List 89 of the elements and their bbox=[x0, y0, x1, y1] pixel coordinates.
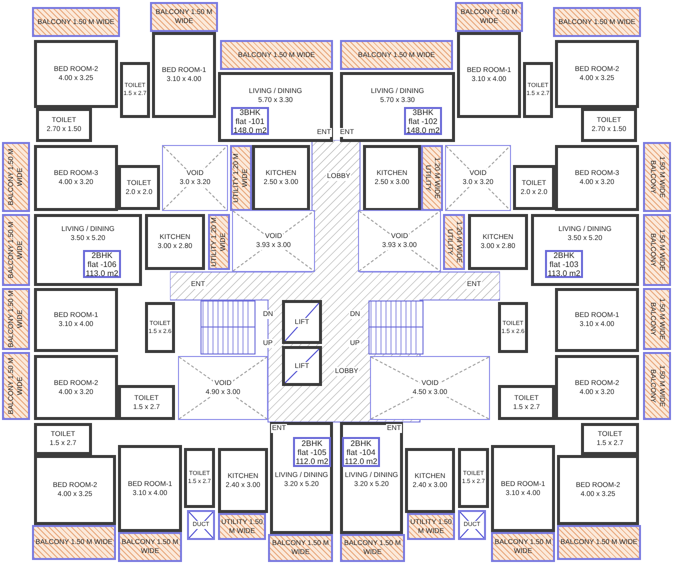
flat-number: flat -106 bbox=[88, 260, 116, 268]
flat-type: 2BHK bbox=[554, 250, 574, 260]
utility-area bbox=[421, 145, 443, 211]
balcony-area bbox=[455, 2, 523, 32]
room bbox=[34, 423, 92, 455]
flat-number: flat -103 bbox=[550, 260, 578, 268]
room bbox=[34, 455, 116, 525]
flat-info-box bbox=[404, 107, 442, 135]
flat-area: 112.0 m2 bbox=[344, 456, 378, 466]
flat-area: 113.0 m2 bbox=[548, 268, 580, 278]
flat-area: 112.0 m2 bbox=[296, 456, 328, 466]
balcony-area bbox=[643, 288, 671, 350]
flat-number: flat -101 bbox=[236, 116, 264, 126]
balcony-area bbox=[340, 40, 453, 70]
room bbox=[218, 72, 333, 142]
room bbox=[555, 40, 639, 108]
flat-info-box bbox=[83, 250, 121, 278]
room bbox=[34, 40, 118, 108]
flat-area: 148.0 m2 bbox=[406, 126, 440, 134]
flat-area: 148.0 m2 bbox=[233, 126, 267, 134]
room bbox=[581, 108, 637, 142]
balcony-area bbox=[220, 40, 333, 70]
room bbox=[118, 445, 182, 532]
room bbox=[531, 214, 639, 286]
balcony-area bbox=[340, 534, 405, 562]
balcony-area bbox=[2, 352, 30, 420]
utility-area bbox=[230, 145, 252, 211]
flat-number: flat -102 bbox=[408, 116, 438, 126]
flat-number: flat -104 bbox=[346, 448, 376, 456]
utility-area bbox=[407, 513, 455, 540]
flat-type: 2BHK bbox=[350, 438, 372, 448]
flat-info-box bbox=[231, 107, 269, 135]
flat-info-box bbox=[545, 250, 583, 278]
balcony-area bbox=[557, 525, 641, 560]
flat-number: flat -105 bbox=[298, 448, 326, 456]
flat-area: 113.0 m2 bbox=[86, 268, 118, 278]
balcony-area bbox=[150, 2, 218, 32]
room bbox=[557, 455, 639, 525]
room bbox=[145, 302, 175, 353]
balcony-area bbox=[118, 532, 182, 562]
room bbox=[340, 422, 403, 534]
room bbox=[555, 145, 639, 211]
room bbox=[555, 288, 639, 352]
room bbox=[252, 145, 310, 211]
flat-info-box bbox=[293, 437, 331, 467]
room bbox=[581, 423, 639, 455]
room bbox=[498, 385, 555, 420]
flat-info-box bbox=[342, 437, 380, 467]
room bbox=[145, 214, 205, 270]
room bbox=[36, 108, 92, 142]
room bbox=[498, 302, 528, 353]
balcony-area bbox=[268, 534, 333, 562]
room bbox=[184, 448, 215, 508]
balcony-area bbox=[643, 214, 671, 286]
room bbox=[457, 32, 521, 118]
room bbox=[363, 145, 421, 211]
balcony-area bbox=[2, 142, 30, 212]
room bbox=[555, 355, 639, 420]
room bbox=[34, 214, 142, 286]
room bbox=[458, 448, 489, 508]
room bbox=[218, 448, 268, 513]
balcony-area bbox=[491, 532, 555, 562]
room bbox=[340, 72, 455, 142]
utility-area bbox=[443, 214, 465, 270]
flat-type: 3BHK bbox=[240, 108, 260, 116]
balcony-area bbox=[32, 525, 116, 560]
room bbox=[152, 32, 216, 118]
room bbox=[120, 62, 150, 118]
room bbox=[405, 448, 455, 513]
utility-area bbox=[218, 513, 266, 540]
room bbox=[513, 165, 555, 210]
balcony-area bbox=[32, 7, 120, 37]
room bbox=[118, 385, 175, 420]
room bbox=[468, 214, 528, 270]
balcony-area bbox=[2, 214, 30, 286]
room bbox=[270, 422, 333, 534]
room bbox=[491, 445, 555, 532]
balcony-area bbox=[553, 7, 641, 37]
balcony-area bbox=[643, 352, 671, 420]
room bbox=[118, 165, 160, 210]
flat-type: 3BHK bbox=[412, 108, 434, 116]
room bbox=[34, 145, 118, 211]
balcony-area bbox=[643, 142, 671, 212]
balcony-area bbox=[2, 288, 30, 350]
flat-type: 2BHK bbox=[92, 250, 112, 260]
room bbox=[523, 62, 553, 118]
room bbox=[34, 355, 118, 420]
room bbox=[34, 288, 118, 352]
flat-type: 2BHK bbox=[302, 438, 322, 448]
